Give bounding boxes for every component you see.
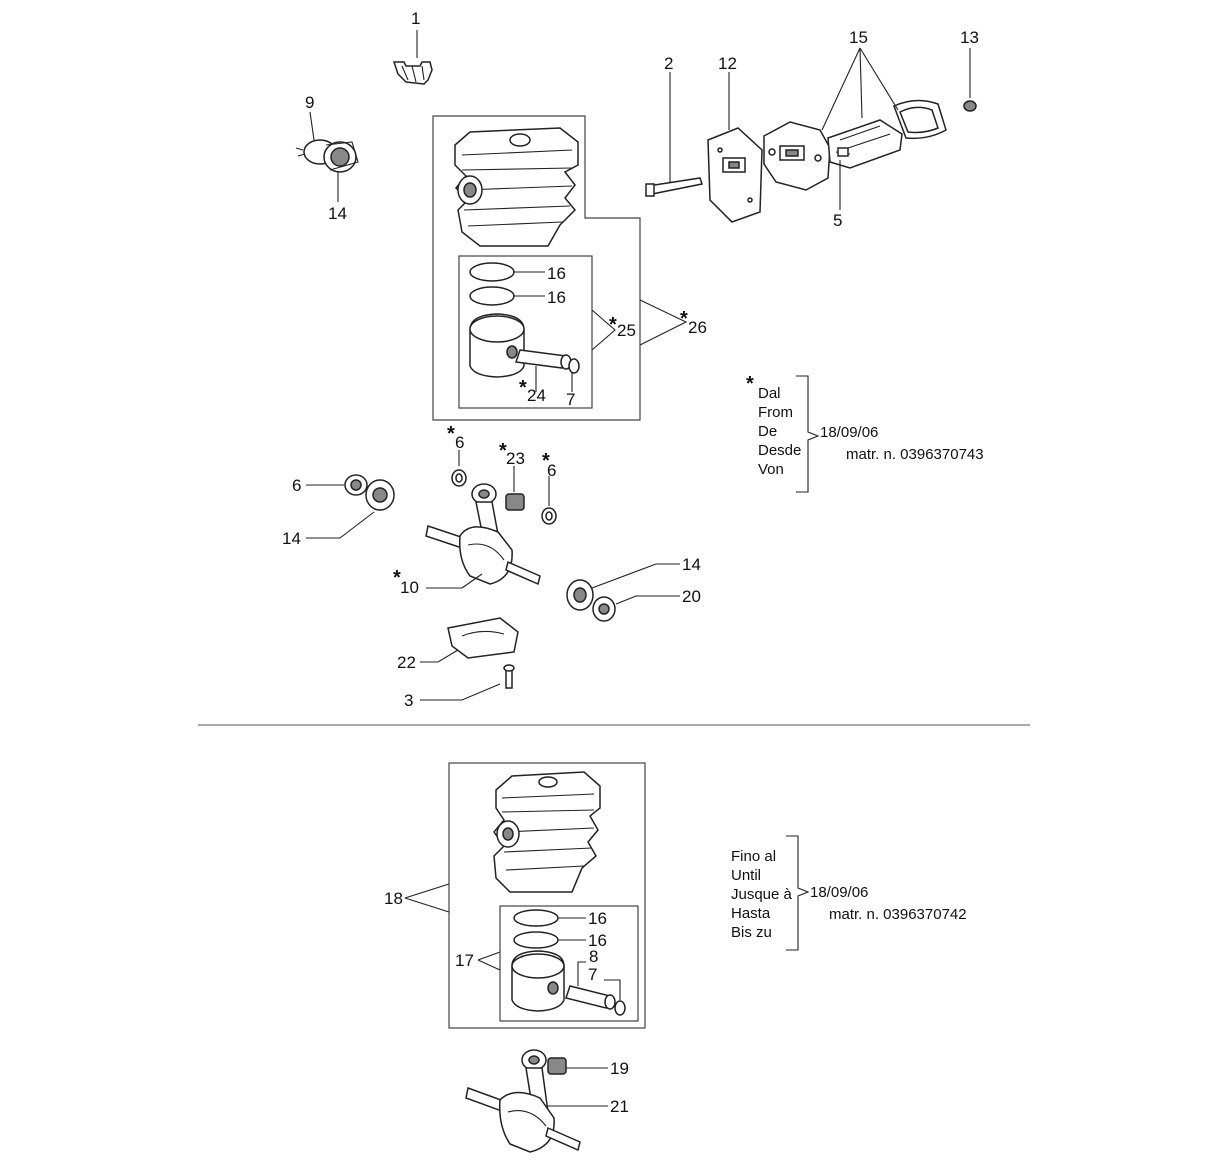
note-until-date: 18/09/06 bbox=[810, 884, 868, 901]
callout-23: 23 bbox=[506, 449, 525, 468]
note-from-word-1: From bbox=[758, 404, 793, 421]
note-from-word-0: Dal bbox=[758, 385, 781, 402]
note-from-word-3: Desde bbox=[758, 442, 801, 459]
bearing-20-part bbox=[592, 595, 680, 622]
muffler-bolt-part bbox=[645, 72, 703, 197]
callout-17: 17 bbox=[455, 951, 474, 970]
bracket-17 bbox=[477, 951, 501, 971]
note-until-serial-number: matr. n. 0396370742 bbox=[829, 906, 967, 923]
callout-14-b: 14 bbox=[682, 555, 701, 574]
cylinder-kit-box-18 bbox=[448, 762, 646, 1029]
nut-part bbox=[963, 48, 977, 112]
piston-top bbox=[469, 313, 525, 378]
callout-25: 25 bbox=[617, 321, 636, 340]
callout-14-a: 14 bbox=[282, 529, 301, 548]
callout-24: 24 bbox=[527, 386, 546, 405]
note-until-serial: Fino al Until Jusque à Hasta Bis zu 18/0… bbox=[731, 835, 967, 951]
piston-rings-top bbox=[469, 262, 545, 306]
spark-plug-part bbox=[392, 30, 433, 85]
callout-21: 21 bbox=[610, 1097, 629, 1116]
callout-9: 9 bbox=[305, 93, 314, 112]
piston-bottom bbox=[511, 950, 565, 1012]
callout-2: 2 bbox=[664, 54, 673, 73]
asterisk-10: * bbox=[393, 567, 401, 589]
callout-22: 22 bbox=[397, 653, 416, 672]
asterisk-6-a: * bbox=[447, 423, 455, 445]
note-until-word-1: Until bbox=[731, 867, 761, 884]
muffler-body-part bbox=[763, 99, 947, 191]
callout-16-a: 16 bbox=[547, 264, 566, 283]
note-until-word-4: Bis zu bbox=[731, 924, 772, 941]
callout-3: 3 bbox=[404, 691, 413, 710]
crankshaft-top bbox=[425, 483, 541, 589]
cylinder-part-bottom bbox=[493, 771, 601, 893]
piston-pin-bottom bbox=[565, 961, 616, 1010]
callout-12: 14 bbox=[328, 204, 347, 223]
asterisk-23: * bbox=[499, 440, 507, 462]
callout-5: 6 bbox=[292, 476, 301, 495]
crankshaft-bottom bbox=[465, 1049, 608, 1153]
callout-19: 19 bbox=[610, 1059, 629, 1078]
callout-11: 12 bbox=[718, 54, 737, 73]
needle-bearing-23 bbox=[505, 466, 525, 511]
note-from-serial-number: matr. n. 0396370743 bbox=[846, 446, 984, 463]
callout-4: 5 bbox=[833, 211, 842, 230]
piston-rings-bottom bbox=[513, 909, 586, 949]
intake-boot-part bbox=[295, 111, 359, 202]
note-from-serial: * Dal From De Desde Von 18/09/06 matr. n… bbox=[746, 373, 984, 493]
callout-10: 10 bbox=[400, 578, 419, 597]
callout-16-b: 16 bbox=[547, 288, 566, 307]
piston-kit-box-17 bbox=[499, 905, 639, 1022]
callout-13: 13 bbox=[960, 28, 979, 47]
circlip-bottom bbox=[604, 979, 626, 1016]
callout-6-b: 6 bbox=[547, 461, 556, 480]
note-until-word-0: Fino al bbox=[731, 848, 776, 865]
crankcase-cover-22 bbox=[420, 617, 519, 663]
bracket-18 bbox=[404, 883, 450, 913]
callout-1: 1 bbox=[411, 9, 420, 28]
callout-26: 26 bbox=[688, 318, 707, 337]
asterisk-26: * bbox=[680, 308, 688, 330]
screw-3-part bbox=[420, 664, 515, 701]
callout-8: 8 bbox=[589, 947, 598, 966]
piston-kit-box-25 bbox=[458, 255, 593, 409]
asterisk-24: * bbox=[519, 377, 527, 399]
note-until-word-3: Hasta bbox=[731, 905, 771, 922]
bearing-14-left-part bbox=[306, 479, 395, 539]
bearing-14-right-part bbox=[566, 563, 680, 611]
washer-6-b bbox=[541, 476, 557, 525]
muffler-screw-part bbox=[835, 147, 851, 210]
cylinder-kit-box-26 bbox=[432, 115, 641, 421]
callout-7-b: 7 bbox=[588, 965, 597, 984]
callout-16-d: 16 bbox=[588, 931, 607, 950]
muffler-gasket-part bbox=[707, 72, 763, 223]
bearing-5-part bbox=[306, 474, 368, 496]
callout-18: 18 bbox=[384, 889, 403, 908]
asterisk-25: * bbox=[609, 314, 617, 336]
note-from-date: 18/09/06 bbox=[820, 424, 878, 441]
circlip-top bbox=[568, 358, 580, 392]
leader-15 bbox=[821, 47, 899, 131]
note-until-word-2: Jusque à bbox=[731, 886, 793, 903]
note-from-word-4: Von bbox=[758, 461, 784, 478]
callout-15: 15 bbox=[849, 28, 868, 47]
bracket-26 bbox=[639, 299, 688, 346]
asterisk-6-b: * bbox=[542, 450, 550, 472]
washer-6-a bbox=[451, 450, 467, 487]
callout-6-a: 6 bbox=[455, 433, 464, 452]
note-from-word-2: De bbox=[758, 423, 777, 440]
callout-20: 20 bbox=[682, 587, 701, 606]
cylinder-part-top bbox=[454, 127, 579, 247]
bracket-25 bbox=[591, 309, 616, 351]
callout-16-c: 16 bbox=[588, 909, 607, 928]
needle-bearing-19 bbox=[547, 1057, 608, 1075]
callout-7-a: 7 bbox=[566, 390, 575, 409]
asterisk-note: * bbox=[746, 373, 754, 395]
